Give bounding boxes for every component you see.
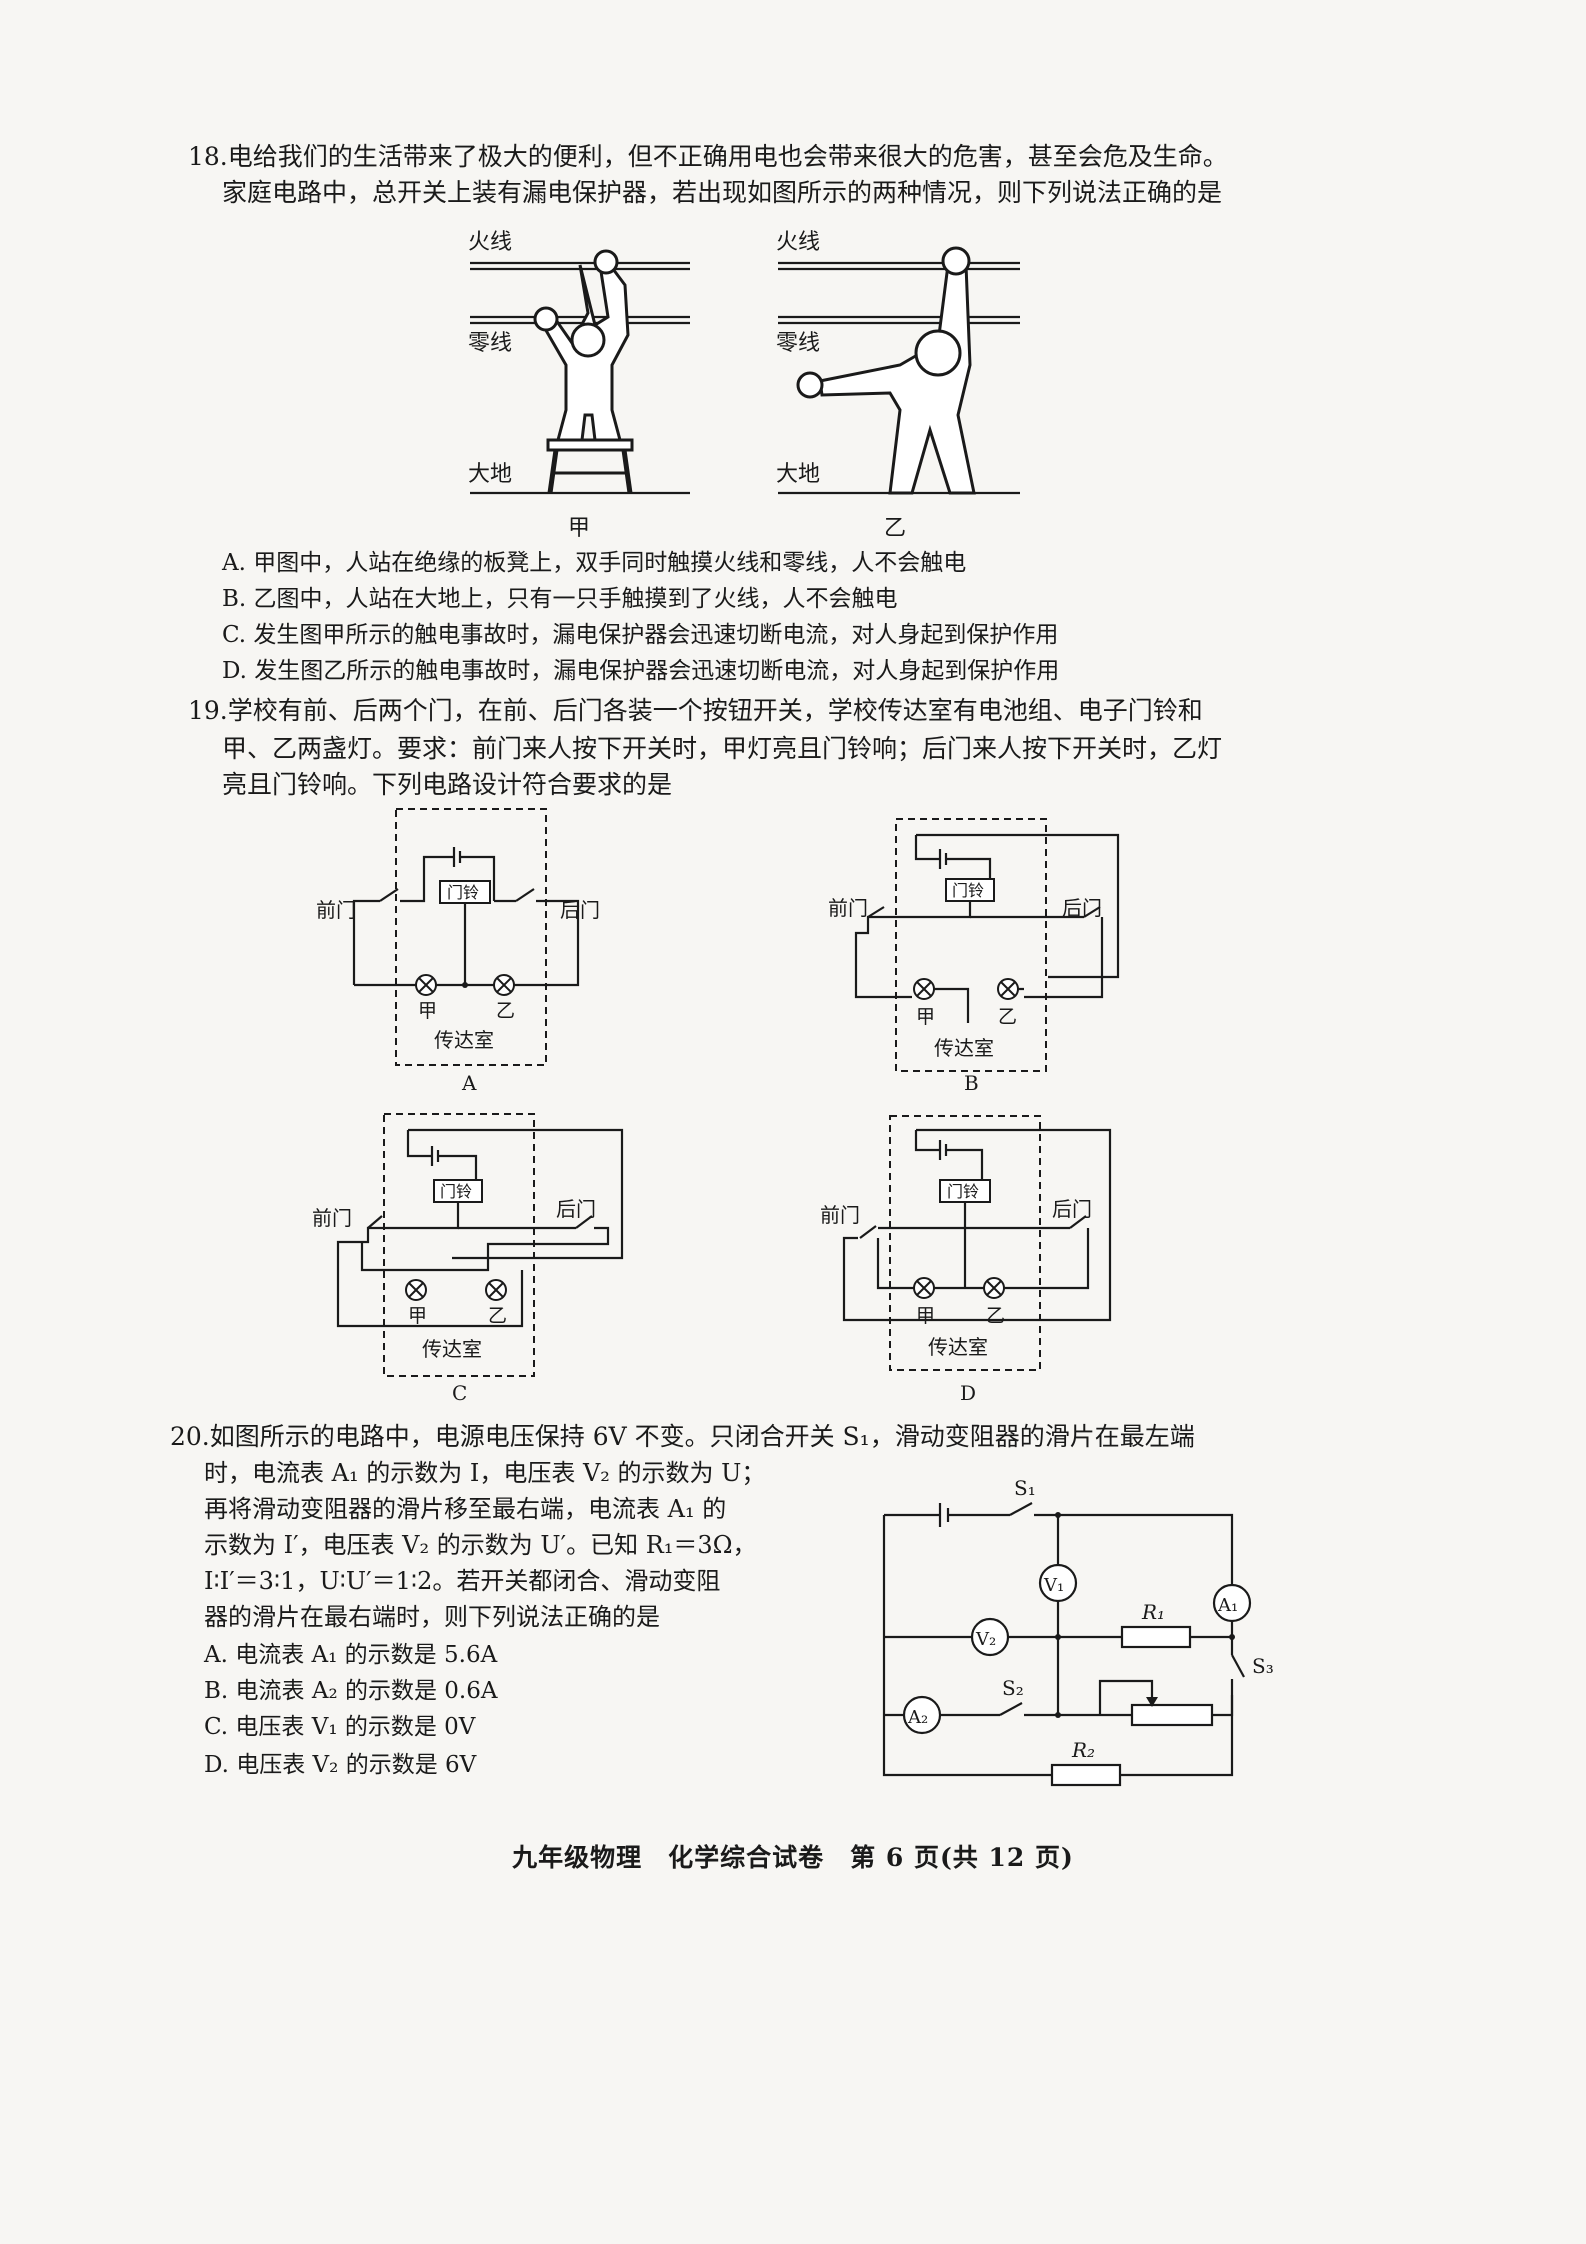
circuit-c[interactable]: 门铃 前门 后门 甲 乙 传达室 C [312,1110,642,1410]
neutral-wire-label-left: 零线 [468,331,512,356]
q20-option-b[interactable]: B. 电流表 A₂ 的示数是 0.6A [204,1678,498,1704]
q20-stem-line5: I∶I′＝3∶1，U∶U′＝1∶2。若开关都闭合、滑动变阻 [204,1567,721,1595]
q20-option-d[interactable]: D. 电压表 V₂ 的示数是 6V [204,1752,477,1778]
front-label-a: 前门 [316,898,356,922]
figure-yi: 火线 零线 大地 乙 [776,230,1020,541]
front-switch-b[interactable] [867,906,885,918]
q19-stem-line1: 19.学校有前、后两个门，在前、后门各装一个按钮开关，学校传达室有电池组、电子门… [188,696,1203,725]
room-label-c: 传达室 [422,1337,482,1361]
q18-option-d[interactable]: D. 发生图乙所示的触电事故时，漏电保护器会迅速切断电流，对人身起到保护作用 [222,658,1060,684]
bell-label-a: 门铃 [447,883,479,902]
q18-figure: 火线 零线 大地 甲 火线 零线 [468,230,1020,541]
s1-label: S₁ [1014,1476,1036,1500]
q20-stem-line1: 20.如图所示的电路中，电源电压保持 6V 不变。只闭合开关 S₁，滑动变阻器的… [170,1422,1195,1451]
s3-label: S₃ [1252,1654,1274,1678]
stool [546,438,634,452]
caption-b: B [964,1071,979,1095]
back-label-b: 后门 [1062,896,1102,920]
rheostat-slider-icon[interactable] [1146,1697,1158,1707]
q20-option-a[interactable]: A. 电流表 A₁ 的示数是 5.6A [204,1642,498,1668]
back-switch-a[interactable] [515,888,535,902]
lamp-yi-label-b: 乙 [998,1006,1017,1028]
a2-label: A₂ [907,1707,928,1728]
person-yi [818,263,976,495]
q19-stem-line2: 甲、乙两盏灯。要求：前门来人按下开关时，甲灯亮且门铃响；后门来人按下开关时，乙灯 [222,734,1223,763]
ground-label-left: 大地 [468,462,512,487]
rheostat [1130,1703,1214,1727]
q20-stem-line2: 时，电流表 A₁ 的示数为 I，电压表 V₂ 的示数为 U； [204,1459,766,1487]
lamp-yi-label-d: 乙 [986,1305,1005,1327]
q20-stem-line3: 再将滑动变阻器的滑片移至最右端，电流表 A₁ 的 [204,1495,727,1523]
lamp-jia-label-c: 甲 [408,1305,427,1327]
lamp-yi-label-a: 乙 [496,1000,515,1022]
v2-label: V₂ [975,1629,996,1650]
neutral-wire-label-right: 零线 [776,331,820,356]
front-label-d: 前门 [820,1203,860,1227]
circuit-b[interactable]: 门铃 前门 后门 甲 乙 传达室 B [828,805,1148,1095]
circuit-a[interactable]: 门铃 前门 后门 甲 乙 传达室 A [316,805,616,1095]
live-wire-label-left: 火线 [468,230,512,255]
circuit-d[interactable]: 门铃 前门 后门 甲 乙 传达室 D [820,1110,1150,1410]
switch-s3[interactable] [1231,1654,1245,1678]
switch-s2[interactable] [999,1702,1023,1716]
q18-stem-line1: 18.电给我们的生活带来了极大的便利，但不正确用电也会带来很大的危害，甚至会危及… [188,142,1228,171]
room-box-b [895,818,1047,1072]
room-label-a: 传达室 [434,1028,494,1052]
caption-a: A [461,1071,477,1095]
room-label-b: 传达室 [934,1036,994,1060]
s2-label: S₂ [1002,1676,1024,1700]
q20-stem-line4: 示数为 I′，电压表 V₂ 的示数为 U′。已知 R₁＝3Ω， [204,1531,757,1559]
caption-yi: 乙 [884,516,906,541]
lamp-yi-label-c: 乙 [488,1305,507,1327]
caption-jia: 甲 [568,516,590,541]
lamp-jia-label-b: 甲 [916,1006,935,1028]
front-label-c: 前门 [312,1206,352,1230]
q20-circuit[interactable]: S₁ V₁ A₁ V₂ R₁ S₃ A₂ S₂ [870,1475,1274,1795]
back-switch-d[interactable] [1069,1215,1087,1229]
front-switch-d[interactable] [859,1225,877,1239]
page-footer: 九年级物理 化学综合试卷 第 6 页(共 12 页) [512,1843,1074,1872]
q18-option-b[interactable]: B. 乙图中，人站在大地上，只有一只手触摸到了火线，人不会触电 [222,586,898,612]
q20-stem-line6: 器的滑片在最右端时，则下列说法正确的是 [204,1603,660,1631]
back-label-a: 后门 [560,898,600,922]
q20-option-c[interactable]: C. 电压表 V₁ 的示数是 0V [204,1714,476,1740]
lamp-jia-label-d: 甲 [916,1305,935,1327]
q18-stem-line2: 家庭电路中，总开关上装有漏电保护器，若出现如图所示的两种情况，则下列说法正确的是 [222,178,1223,207]
ground-label-right: 大地 [776,462,820,487]
resistor-r2 [1050,1763,1122,1787]
room-box-d [889,1115,1041,1371]
q19-stem-line3: 亮且门铃响。下列电路设计符合要求的是 [222,770,673,799]
back-label-d: 后门 [1052,1197,1092,1221]
back-switch-c[interactable] [575,1215,593,1229]
front-switch-c[interactable] [367,1215,383,1229]
switch-s1[interactable] [1009,1502,1033,1516]
resistor-r1 [1120,1625,1192,1649]
front-label-b: 前门 [828,896,868,920]
back-label-c: 后门 [556,1197,596,1221]
lamp-jia-label-a: 甲 [418,1000,437,1022]
v1-label: V₁ [1043,1575,1064,1596]
room-box-a [395,808,547,1066]
room-label-d: 传达室 [928,1335,988,1359]
bell-label-c: 门铃 [440,1182,472,1201]
caption-d: D [960,1381,976,1405]
caption-c: C [452,1381,467,1405]
figure-jia: 火线 零线 大地 甲 [468,230,690,541]
bell-label-d: 门铃 [947,1182,979,1201]
q18-option-a[interactable]: A. 甲图中，人站在绝缘的板凳上，双手同时触摸火线和零线，人不会触电 [222,550,967,576]
bell-label-b: 门铃 [952,881,984,900]
a1-label: A₁ [1217,1595,1238,1616]
back-switch-b[interactable] [1083,906,1101,918]
q18-option-c[interactable]: C. 发生图甲所示的触电事故时，漏电保护器会迅速切断电流，对人身起到保护作用 [222,622,1059,648]
r1-label: R₁ [1141,1600,1165,1624]
front-switch-a[interactable] [379,888,399,902]
r2-label: R₂ [1071,1738,1095,1762]
live-wire-label-right: 火线 [776,230,820,255]
